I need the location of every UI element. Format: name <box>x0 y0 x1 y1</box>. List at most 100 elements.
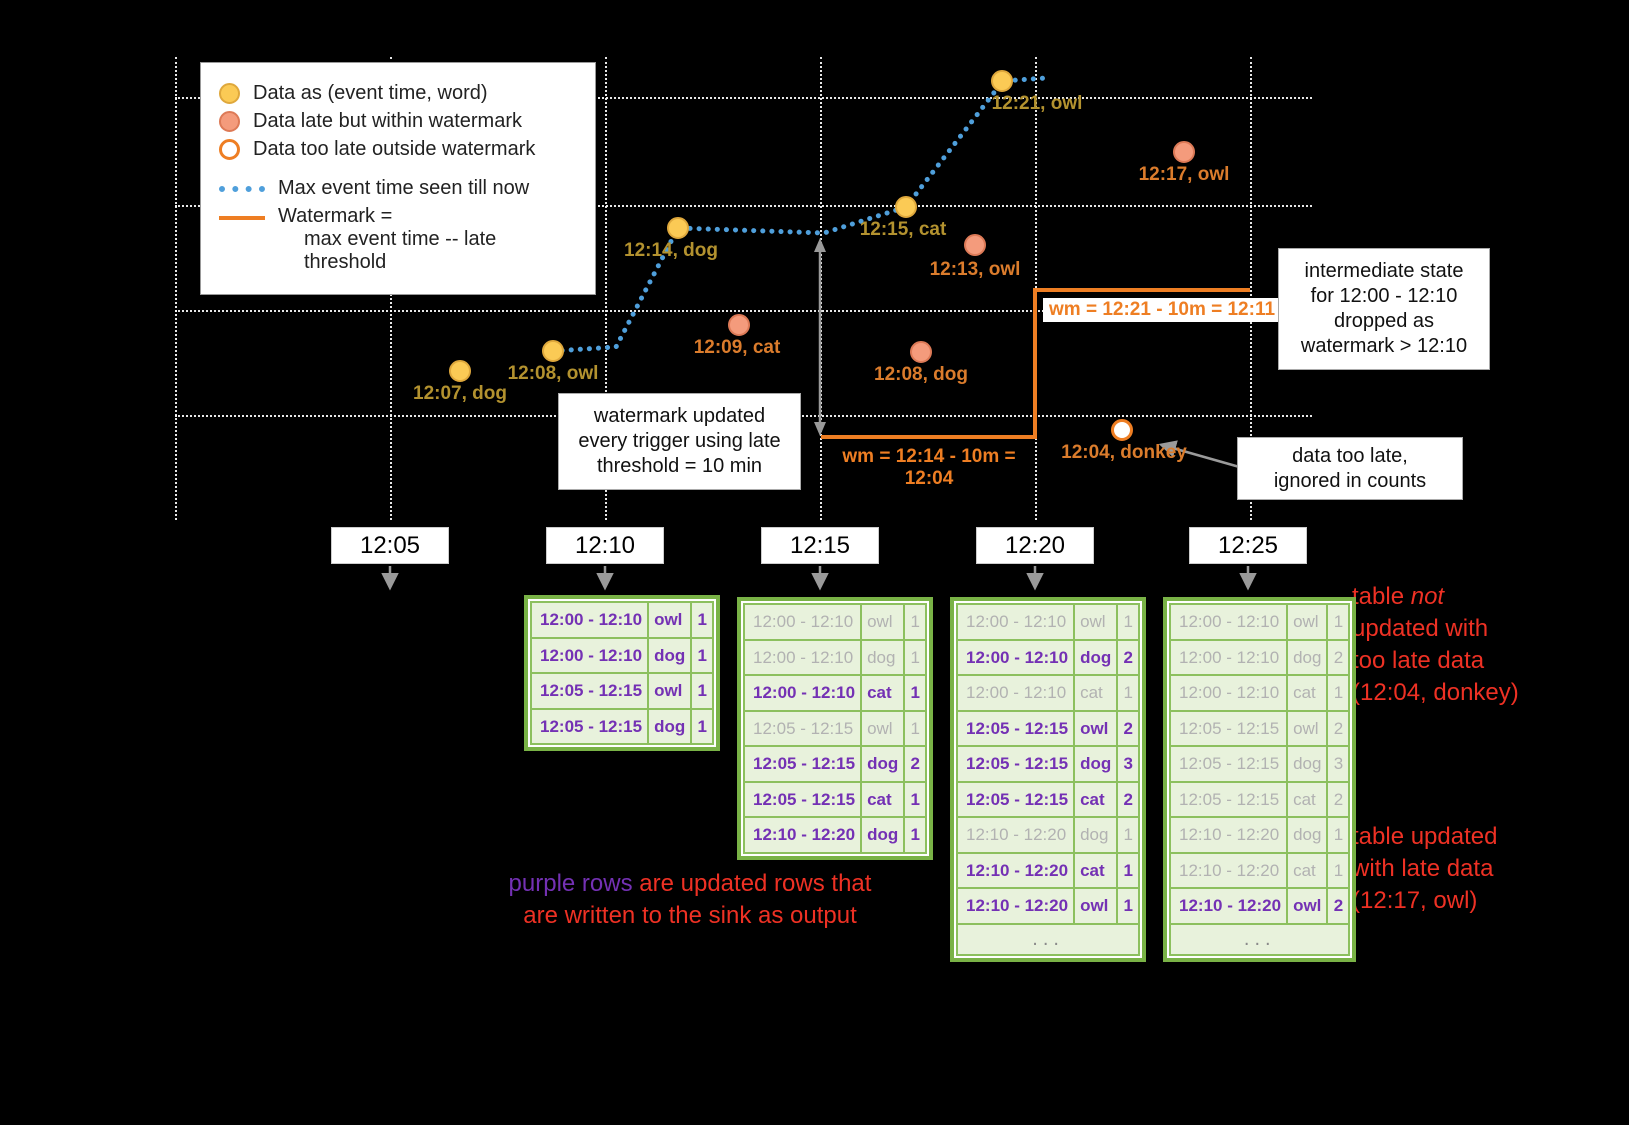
count-cell: 1 <box>1116 851 1141 890</box>
word-cell: dog <box>1286 745 1329 783</box>
legend-item-too-late: Data too late outside watermark <box>219 138 577 161</box>
word-cell: owl <box>647 601 693 639</box>
ellipsis-cell: ... <box>1168 922 1351 956</box>
ellipsis-row: ... <box>1168 922 1351 956</box>
word-cell: dog <box>647 707 693 746</box>
word-cell: dog <box>1286 638 1329 677</box>
word-cell: owl <box>860 709 906 748</box>
on-time-data-point <box>991 70 1013 92</box>
legend-item-late: Data late but within watermark <box>219 110 577 133</box>
window-cell: 12:10 - 12:20 <box>955 887 1076 925</box>
word-cell: dog <box>1286 816 1329 854</box>
word-cell: owl <box>1073 709 1119 748</box>
watermark-value-label-1: wm = 12:14 - 10m = 12:04 <box>842 446 1016 489</box>
word-cell: owl <box>1286 603 1329 641</box>
window-cell: 12:00 - 12:10 <box>529 636 650 675</box>
legend-item-watermark: Watermark = max event time -- late thres… <box>219 205 577 274</box>
window-cell: 12:00 - 12:10 <box>955 603 1076 641</box>
count-cell: 1 <box>1116 603 1141 641</box>
window-cell: 12:00 - 12:10 <box>1168 638 1289 677</box>
window-cell: 12:05 - 12:15 <box>529 707 650 746</box>
word-cell: owl <box>1073 603 1119 641</box>
word-cell: owl <box>1286 887 1329 925</box>
ellipsis-row: ... <box>955 922 1141 956</box>
watermark-updated-note: watermark updated every trigger using la… <box>558 393 801 490</box>
window-cell: 12:00 - 12:10 <box>742 603 863 641</box>
word-cell: dog <box>1073 816 1119 854</box>
window-cell: 12:00 - 12:10 <box>1168 603 1289 641</box>
ellipsis-cell: ... <box>955 922 1141 956</box>
not-updated-pre: table <box>1352 583 1411 610</box>
too-late-data-point-label: 12:04, donkey <box>1061 442 1187 463</box>
window-cell: 12:10 - 12:20 <box>1168 887 1289 925</box>
trigger-time-box: 12:25 <box>1189 527 1307 564</box>
legend-label-watermark: Watermark = max event time -- late thres… <box>278 205 577 274</box>
count-cell: 2 <box>1326 887 1351 925</box>
legend-label-too-late: Data too late outside watermark <box>253 138 536 160</box>
on-time-data-point-label: 12:15, cat <box>859 219 947 240</box>
count-cell: 1 <box>1116 887 1141 925</box>
window-cell: 12:10 - 12:20 <box>1168 851 1289 890</box>
legend: Data as (event time, word) Data late but… <box>200 62 596 295</box>
word-cell: cat <box>1286 780 1329 819</box>
window-cell: 12:05 - 12:15 <box>1168 780 1289 819</box>
word-cell: dog <box>1073 638 1119 677</box>
count-cell: 1 <box>690 601 715 639</box>
late-data-point <box>964 234 986 256</box>
on-time-data-point <box>542 340 564 362</box>
word-cell: cat <box>860 674 906 712</box>
legend-watermark-line1: Watermark = <box>278 205 393 227</box>
word-cell: owl <box>1073 887 1119 925</box>
legend-label-on-time: Data as (event time, word) <box>253 82 488 104</box>
count-cell: 2 <box>1326 638 1351 677</box>
trigger-time-box: 12:20 <box>976 527 1094 564</box>
word-cell: owl <box>647 672 693 710</box>
watermark-line-icon <box>219 216 265 220</box>
legend-item-max-event-time: Max event time seen till now <box>219 177 577 200</box>
count-cell: 1 <box>1326 816 1351 854</box>
watermark-value-label-2: wm = 12:21 - 10m = 12:11 <box>1043 298 1282 322</box>
count-cell: 1 <box>690 636 715 675</box>
late-data-point-label: 12:13, owl <box>929 259 1021 280</box>
legend-watermark-line2: max event time -- late threshold <box>304 228 497 273</box>
max-event-time-line-icon <box>219 185 265 192</box>
word-cell: dog <box>860 745 906 783</box>
count-cell: 2 <box>903 745 928 783</box>
on-time-data-point <box>895 196 917 218</box>
late-dot-icon <box>219 111 240 132</box>
too-late-dot-icon <box>219 139 240 160</box>
late-data-point <box>1173 141 1195 163</box>
count-cell: 2 <box>1116 638 1141 677</box>
legend-label-max-event-time: Max event time seen till now <box>278 177 530 199</box>
purple-rows-highlight: purple rows <box>508 870 633 897</box>
on-time-data-point-label: 12:08, owl <box>507 363 599 384</box>
trigger-time-box: 12:10 <box>546 527 664 564</box>
count-cell: 2 <box>1116 709 1141 748</box>
count-cell: 1 <box>1326 603 1351 641</box>
late-data-point <box>728 314 750 336</box>
word-cell: owl <box>860 603 906 641</box>
too-late-ignored-note: data too late, ignored in counts <box>1237 437 1463 500</box>
word-cell: cat <box>1073 780 1119 819</box>
count-cell: 1 <box>903 603 928 641</box>
